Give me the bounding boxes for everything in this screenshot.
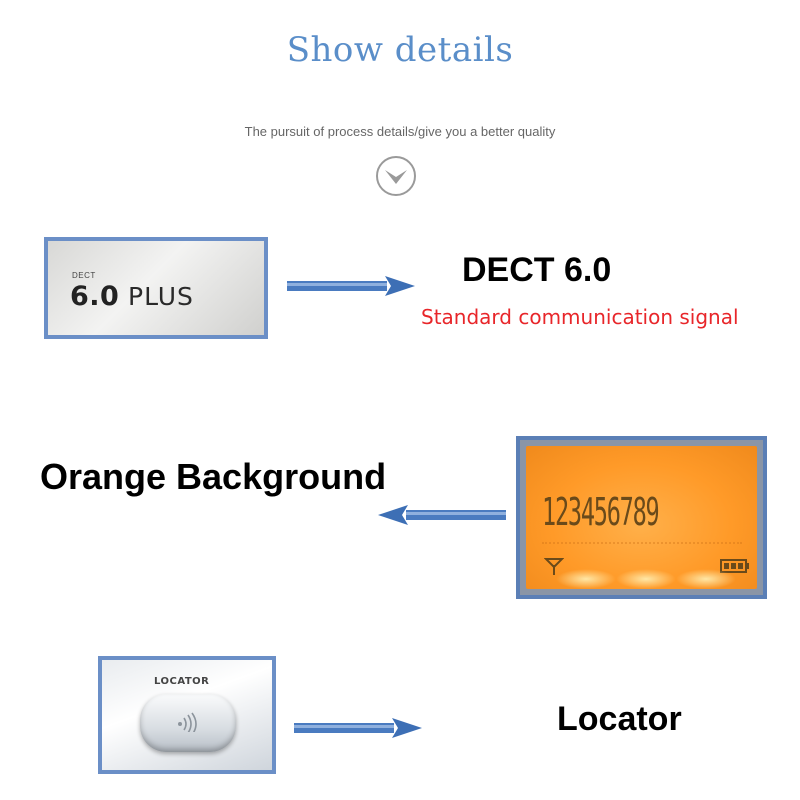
lcd-display-photo: 123456789 (516, 436, 767, 599)
locator-button (140, 694, 236, 752)
page-title: Show details (286, 30, 514, 70)
arrow-left-icon (378, 505, 506, 525)
orange-feature-title: Orange Background (40, 456, 387, 497)
locator-button-photo: LOCATOR (98, 656, 276, 774)
arrow-right-icon (287, 276, 415, 296)
lcd-number: 123456789 (542, 490, 660, 534)
arrow-right-icon (294, 718, 422, 738)
locator-button-label: LOCATOR (154, 676, 210, 687)
battery-icon (720, 559, 749, 573)
lcd-backlight-glow (616, 569, 676, 589)
chevron-down-circle-icon (376, 156, 416, 196)
locator-feature-title: Locator (557, 700, 682, 738)
dect-feature-description: Standard communication signal (421, 305, 739, 329)
lcd-segment-ghost (542, 542, 742, 572)
dect-logo-small-text: DECT (72, 271, 96, 280)
dect-logo-number: 6.0 (70, 281, 120, 312)
lcd-backlight-glow (676, 569, 736, 589)
page-subtitle: The pursuit of process details/give you … (244, 124, 556, 139)
dect-feature-title: DECT 6.0 (462, 251, 612, 289)
lcd-backlight-glow (556, 569, 616, 589)
antenna-icon (544, 558, 564, 575)
waves-icon (178, 712, 197, 732)
lcd-screen: 123456789 (526, 446, 757, 589)
dect-logo-word: PLUS (128, 282, 194, 311)
dect-logo-photo: DECT 6.0 PLUS (44, 237, 268, 339)
